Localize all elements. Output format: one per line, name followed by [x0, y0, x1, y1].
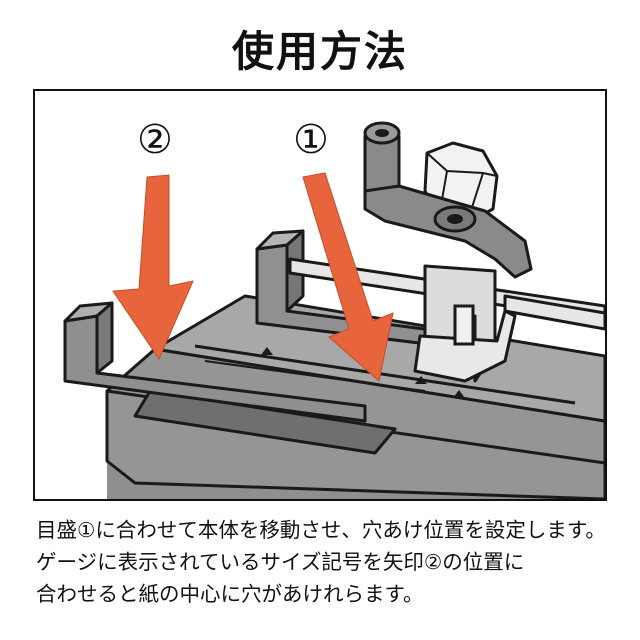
gauge-end-side	[97, 303, 112, 373]
crank-hole	[375, 129, 389, 137]
caption-line-1: 目盛①に合わせて本体を移動させ、穴あけ位置を設定します。	[36, 514, 626, 546]
usage-illustration: ② ①	[33, 89, 607, 501]
marker-2-label: ②	[137, 117, 173, 163]
caption-line-2: ゲージに表示されているサイズ記号を矢印②の位置に	[36, 546, 626, 578]
crank-pivot-hole	[447, 214, 463, 224]
page-title: 使用方法	[0, 18, 640, 79]
marker-1-label: ①	[293, 117, 329, 163]
caption-line-3: 合わせると紙の中心に穴があけれらます。	[36, 578, 626, 610]
punch-pin	[455, 306, 473, 344]
arrow-2	[113, 175, 193, 359]
